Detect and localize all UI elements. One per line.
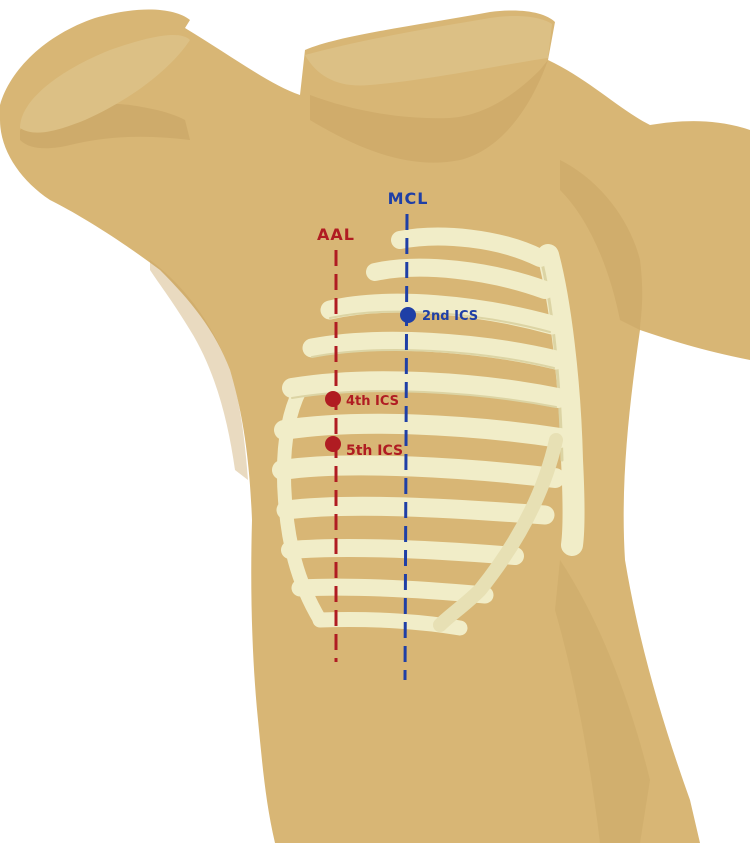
landmark-dot-4th-ics [325,391,341,407]
landmark-label-4th-ics: 4th ICS [346,394,399,409]
landmark-2nd-ics: 2nd ICS [400,307,478,324]
rib-7 [282,465,555,478]
landmark-dot-2nd-ics [400,307,416,323]
landmark-label-5th-ics: 5th ICS [346,443,403,459]
mcl-label: MCL [388,189,429,208]
rib-9 [290,548,515,556]
rib-10 [300,587,485,595]
landmark-label-2nd-ics: 2nd ICS [422,309,478,324]
landmark-4th-ics: 4th ICS [325,391,399,409]
landmark-dot-5th-ics [325,436,341,452]
aal-label: AAL [317,225,355,244]
rib-8 [286,506,545,515]
